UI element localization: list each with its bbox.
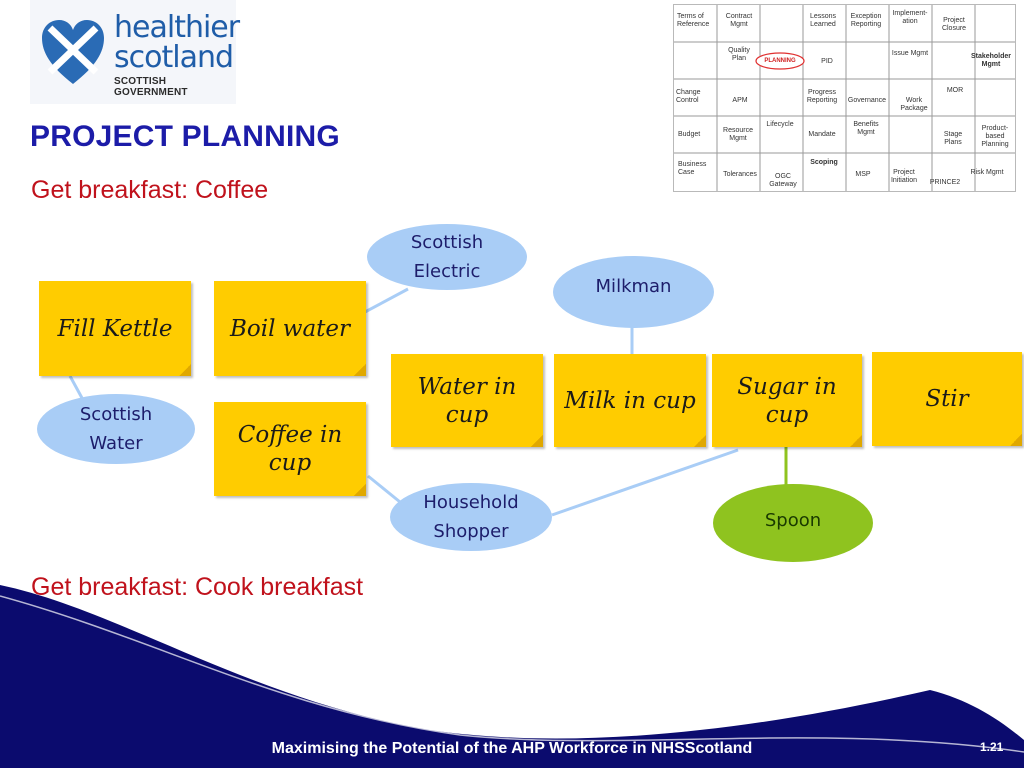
task-water-in-cup: Water in cup [391,354,543,447]
puzzle-piece: Tolerances [723,171,757,178]
connector-sugar-shopper [551,448,739,517]
puzzle-piece: Risk Mgmt [970,169,1004,176]
puzzle-piece: Governance [847,97,887,104]
puzzle-piece-highlight: PLANNING [764,58,796,64]
page-title: PROJECT PLANNING [30,120,340,153]
resource-milkman: Milkman [553,256,714,328]
puzzle-piece: Contract Mgmt [725,13,753,28]
puzzle-piece: Product-based Planning [981,125,1009,148]
puzzle-piece: Lessons Learned [809,13,837,28]
puzzle-piece: Benefits Mgmt [853,121,879,136]
task-label: Water in cup [417,373,517,428]
task-label: Boil water [229,315,351,342]
puzzle-piece: APM [732,97,748,104]
logo-text-government: SCOTTISH GOVERNMENT [114,76,188,98]
subhead-coffee: Get breakfast: Coffee [31,176,269,204]
puzzle-piece: Business Case [678,161,707,176]
puzzle-piece: Mandate [808,131,836,138]
puzzle-piece: PRINCE2 [929,179,961,186]
puzzle-piece: Quality Plan [728,47,750,62]
heart-saltire-icon [42,20,104,84]
puzzle-piece: Change Control [676,89,701,104]
slide-number: 1.21 [980,740,1004,754]
puzzle-piece: Resource Mgmt [723,127,753,142]
connector-fill-water [68,375,84,399]
footer-text: Maximising the Potential of the AHP Work… [271,740,753,757]
logo-text-scotland: scotland [114,40,234,75]
puzzle-piece: Budget [678,131,701,138]
puzzle-piece: Scoping [810,159,838,166]
task-boil-water: Boil water [214,281,366,376]
logo-text-healthier: healthier [114,10,240,45]
puzzle-grid [674,5,1015,191]
puzzle-piece: OGC Gateway [769,173,797,188]
resource-scottish-water: Scottish Water [37,394,195,464]
task-sugar-in-cup: Sugar in cup [712,354,862,447]
resource-scottish-electric: Scottish Electric [367,224,527,290]
task-label: Sugar in cup [737,373,837,428]
task-milk-in-cup: Milk in cup [554,354,706,447]
puzzle-piece: Terms of Reference [677,13,710,28]
puzzle-piece: Project Initiation [890,169,918,184]
task-label: Fill Kettle [57,315,173,342]
puzzle-piece: PID [821,58,833,65]
puzzle-piece: Issue Mgmt [891,50,929,57]
puzzle-piece: Stakeholder Mgmt [970,53,1012,68]
puzzle-piece: Implement-ation [892,10,928,25]
puzzle-piece: MOR [946,87,964,94]
puzzle-piece: Stage Plans [943,131,963,146]
task-label: Stir [925,386,969,412]
project-planning-puzzle: Terms of Reference Contract Mgmt Lessons… [673,4,1016,192]
resource-label: Scottish Water [79,404,153,454]
puzzle-piece: MSP [855,171,871,178]
connector-coffee-shopper [367,474,401,504]
puzzle-piece: Progress Reporting [806,89,838,104]
resource-household-shopper: Household Shopper [390,483,552,551]
task-fill-kettle: Fill Kettle [39,281,191,376]
puzzle-piece: Exception Reporting [850,13,882,28]
task-label: Coffee in cup [237,422,343,476]
task-label: Milk in cup [564,387,696,414]
resource-label: Household Shopper [423,492,519,542]
resource-label: Scottish Electric [410,232,484,282]
healthier-scotland-logo: healthier scotland SCOTTISH GOVERNMENT [30,0,240,104]
subhead-cook-breakfast: Get breakfast: Cook breakfast [31,573,364,601]
resource-label: Milkman [595,275,672,297]
puzzle-piece: Work Package [900,97,928,112]
task-stir: Stir [872,352,1022,446]
resource-label: Spoon [764,509,822,531]
task-coffee-in-cup: Coffee in cup [214,402,366,496]
puzzle-piece: Project Closure [941,17,967,32]
resource-spoon: Spoon [713,484,873,562]
puzzle-piece: Lifecycle [766,121,794,128]
